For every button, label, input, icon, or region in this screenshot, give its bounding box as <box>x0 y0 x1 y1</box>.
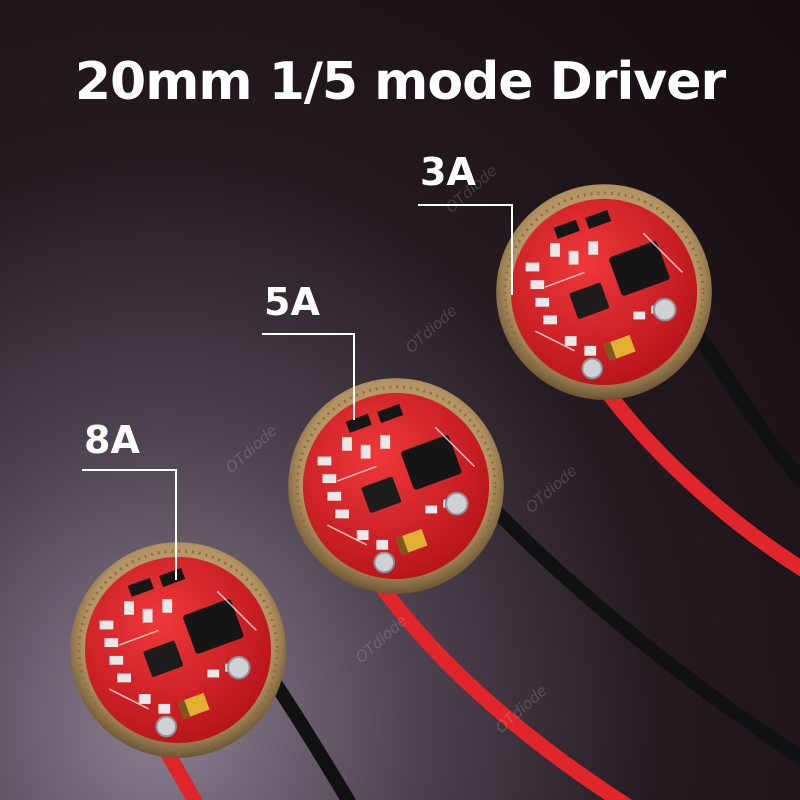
label-3a: 3A <box>420 150 476 194</box>
label-5a: 5A <box>264 280 320 324</box>
callout-line-8a <box>82 469 177 580</box>
driver-board-3a <box>494 182 714 402</box>
label-8a: 8A <box>84 418 140 462</box>
callout-line-5a <box>262 333 355 420</box>
callout-line-3a <box>418 204 513 295</box>
page-title: 20mm 1/5 mode Driver <box>74 52 726 112</box>
driver-board-5a <box>286 376 506 596</box>
driver-board-8a <box>68 540 288 760</box>
